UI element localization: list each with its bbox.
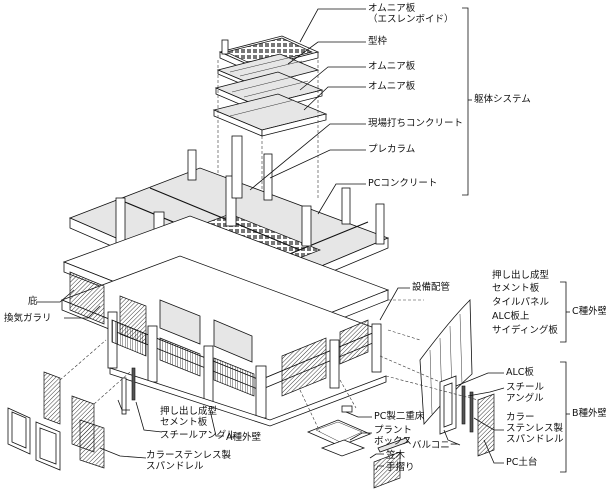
label-pc-dodai: PC土台: [506, 457, 538, 468]
label-steel-angle: スチール アングル: [506, 382, 545, 404]
label-kutai-system: 躯体システム: [474, 94, 531, 105]
c-wall-part: [387, 299, 473, 425]
label-omnia-esurenboido: オムニア板 （エスレンボイド）: [368, 3, 454, 25]
label-balcony: バルコニー: [412, 440, 460, 451]
label-kanki-garari: 換気ガラリ: [4, 313, 52, 324]
label-a-gaiheki: A種外壁: [226, 432, 261, 443]
label-c-gaiheki: C種外壁: [572, 306, 606, 317]
label-b-gaiheki: B種外壁: [572, 408, 606, 419]
label-pc-niju: PC製二重床: [374, 411, 425, 422]
label-color-stainless: カラー ステンレス製 スパンドレル: [506, 412, 564, 445]
label-c-tile: タイルパネル: [492, 297, 550, 308]
label-a-color-stainless: カラーステンレス製 スパンドレル: [146, 450, 232, 472]
label-alc: ALC板: [506, 367, 534, 378]
label-c-oshidashi: 押し出し成型: [492, 270, 550, 281]
b-wall-parts: [379, 355, 495, 457]
label-c-alc: ALC板上: [492, 311, 530, 322]
label-c-cement: セメント板: [492, 283, 540, 294]
label-plant-box: プラント ボックス: [374, 425, 413, 447]
a-wall-parts: [7, 339, 136, 471]
label-genba-concrete: 現場打ちコンクリート: [368, 118, 464, 129]
label-c-siding: サイディング板: [492, 325, 558, 336]
label-omnia-2: オムニア板: [368, 81, 416, 92]
label-precolumn: プレカラム: [368, 144, 416, 155]
label-katawaku: 型枠: [368, 36, 388, 47]
label-a-oshidashi: 押し出し成型 セメント板: [160, 406, 218, 428]
label-hisashi: 庇: [28, 296, 38, 307]
leader-lines: [36, 7, 570, 473]
exploded-slab-stack: [212, 35, 328, 250]
main-building-frame: [60, 135, 390, 427]
label-pc-concrete: PCコンクリート: [368, 178, 438, 189]
label-kasagi: 笠木: [386, 450, 406, 461]
label-omnia-1: オムニア板: [368, 61, 416, 72]
balcony-parts: [299, 379, 409, 489]
label-a-steel-angle: スチールアングル: [160, 430, 236, 441]
label-tesuri: 手摺り: [386, 462, 415, 473]
label-setsubi-haikan: 設備配管: [412, 282, 451, 293]
